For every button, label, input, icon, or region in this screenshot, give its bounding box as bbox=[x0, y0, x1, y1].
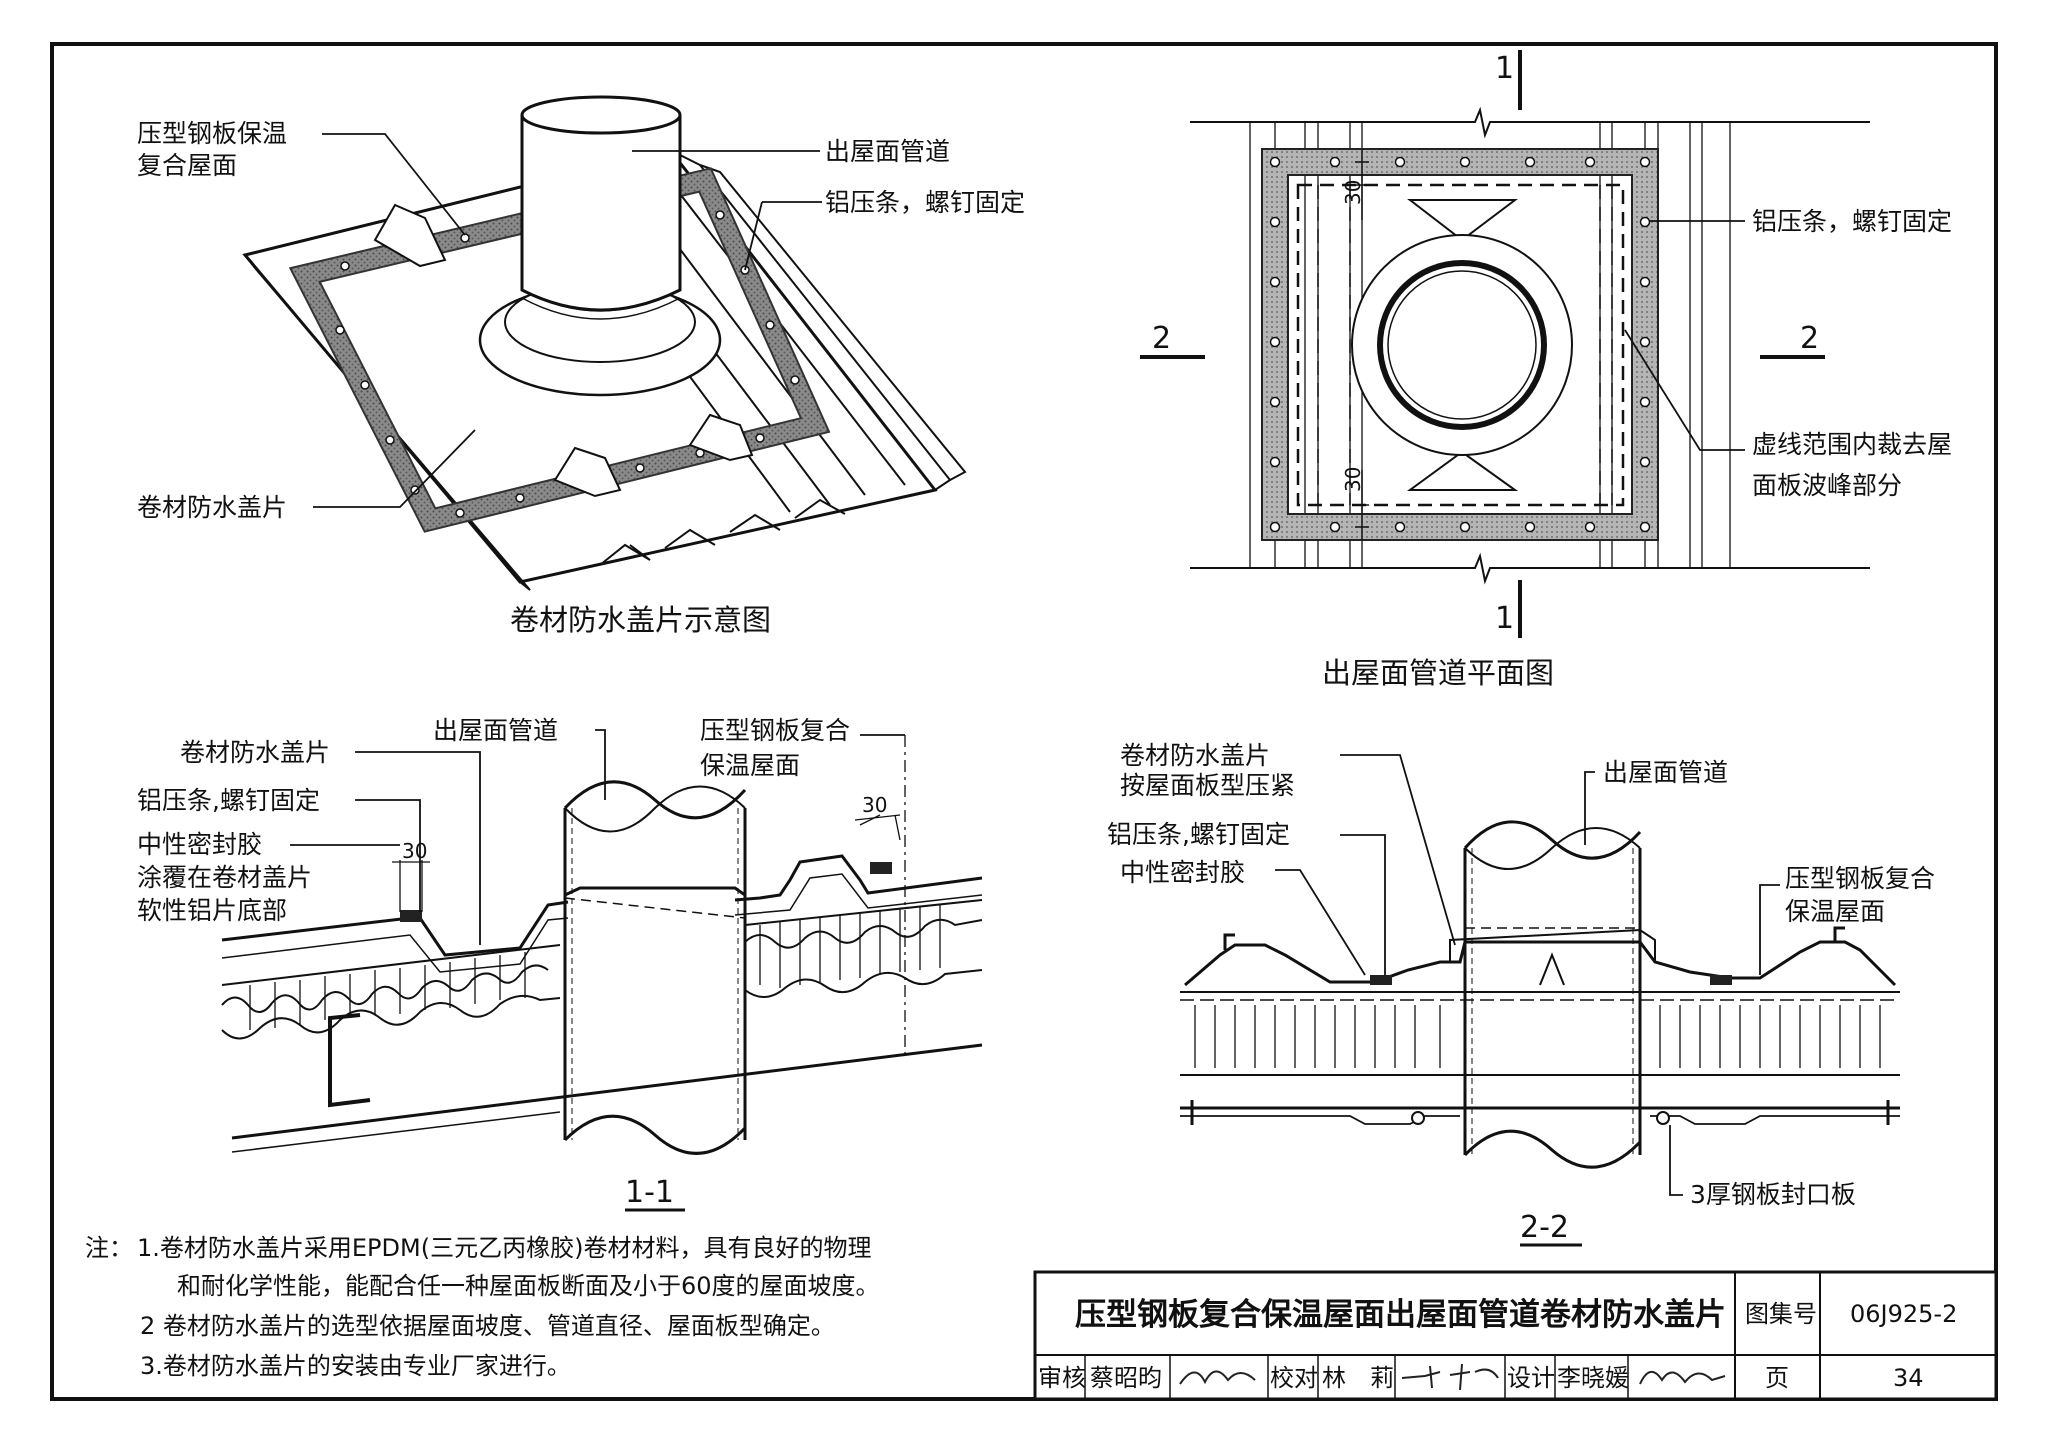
check-label: 校对 bbox=[1270, 1364, 1318, 1392]
section-mark-1-top: 1 bbox=[1495, 51, 1514, 86]
note-1-line-2: 和耐化学性能，能配合任一种屋面板断面及小于60度的屋面坡度。 bbox=[177, 1272, 880, 1300]
plan-roof-edges bbox=[1190, 106, 1870, 585]
pipe-top bbox=[520, 95, 682, 135]
sheet-border bbox=[50, 42, 1998, 1401]
title-block-title: 压型钢板复合保温屋面出屋面管道卷材防水盖片 bbox=[1075, 1297, 1726, 1333]
s2-pipe-bottom-break bbox=[1463, 1129, 1642, 1169]
review-name: 蔡昭昀 bbox=[1090, 1364, 1162, 1392]
s2-pipe-walls bbox=[1463, 848, 1642, 1155]
perspective-strip-label: 铝压条，螺钉固定 bbox=[825, 188, 1025, 217]
atlas-label: 图集号 bbox=[1745, 1300, 1817, 1328]
notes-prefix: 注： bbox=[85, 1234, 133, 1262]
s1-dim-right: 30 bbox=[862, 793, 887, 817]
check-signature bbox=[1401, 1363, 1499, 1391]
s1-cover-label: 卷材防水盖片 bbox=[180, 738, 330, 767]
s1-pipe-label: 出屋面管道 bbox=[433, 716, 558, 745]
s1-leaders bbox=[290, 729, 905, 945]
s1-strip-label: 铝压条,螺钉固定 bbox=[137, 786, 320, 815]
s2-roof-label-2: 保温屋面 bbox=[1785, 897, 1885, 926]
s1-pipe-bottom-break bbox=[563, 1114, 747, 1155]
title-block: 压型钢板复合保温屋面出屋面管道卷材防水盖片 图集号 06J925-2 审核 蔡昭… bbox=[1033, 1270, 1998, 1401]
s2-pipe-top-break bbox=[1463, 820, 1642, 860]
s2-pipe-label: 出屋面管道 bbox=[1603, 758, 1728, 787]
s1-pipe-walls bbox=[563, 808, 747, 1140]
s2-plate-label: 3厚钢板封口板 bbox=[1690, 1180, 1856, 1209]
check-name: 林 莉 bbox=[1322, 1364, 1394, 1392]
perspective-roof-label-2: 复合屋面 bbox=[137, 151, 237, 180]
s1-sealant-label-2: 涂覆在卷材盖片 bbox=[137, 863, 312, 892]
s2-insulation bbox=[1194, 1005, 1881, 1068]
plan-title: 出屋面管道平面图 bbox=[1322, 656, 1554, 690]
plan-strip-label: 铝压条，螺钉固定 bbox=[1752, 207, 1952, 236]
s2-cover-label-1: 卷材防水盖片 bbox=[1120, 741, 1270, 770]
section-1-1: 30 30 卷材防水盖片 出屋面管道 压型钢板复合 保温屋面 铝压条,螺钉固定 … bbox=[137, 716, 983, 1212]
s1-roof-label-2: 保温屋面 bbox=[700, 751, 800, 780]
page-number: 34 bbox=[1893, 1364, 1924, 1392]
s1-strip-right bbox=[870, 862, 892, 874]
plan-cut-label-1: 虚线范围内裁去屋 bbox=[1752, 430, 1952, 459]
s1-strip-left bbox=[400, 910, 422, 922]
note-1-line-1: 1.卷材防水盖片采用EPDM(三元乙丙橡胶)卷材材料，具有良好的物理 bbox=[137, 1234, 871, 1262]
plan-view: 30 30 1 1 2 2 铝压条，螺钉固定 虚线范围内裁去屋 面板波峰部分 出… bbox=[1140, 50, 1952, 690]
plan-section-marks bbox=[1140, 50, 1825, 638]
s2-strip-left bbox=[1370, 975, 1392, 985]
s1-insulation-left bbox=[221, 964, 549, 1013]
s1-dims bbox=[392, 735, 906, 1058]
pipe-cylinder bbox=[520, 115, 682, 312]
design-label: 设计 bbox=[1507, 1364, 1555, 1392]
s2-leaders bbox=[1275, 754, 1780, 1196]
section-mark-2-left: 2 bbox=[1152, 321, 1171, 356]
plan-cut-label-2: 面板波峰部分 bbox=[1752, 471, 1902, 500]
design-signature bbox=[1639, 1371, 1726, 1385]
plan-pipe-circle bbox=[1377, 260, 1547, 430]
s1-pipe-top-break bbox=[563, 780, 747, 820]
s2-strip-label: 铝压条,螺钉固定 bbox=[1107, 820, 1290, 849]
perspective-view: 压型钢板保温 复合屋面 出屋面管道 铝压条，螺钉固定 卷材防水盖片 卷材防水盖片… bbox=[137, 95, 1025, 637]
section-mark-2-right: 2 bbox=[1800, 321, 1819, 356]
perspective-cover-label: 卷材防水盖片 bbox=[137, 493, 287, 522]
rib-bumps bbox=[373, 203, 754, 498]
section-mark-1-bottom: 1 bbox=[1495, 601, 1514, 636]
perspective-roof-label-1: 压型钢板保温 bbox=[137, 119, 287, 148]
s2-clips bbox=[1223, 926, 1845, 950]
s2-roof-profile bbox=[1184, 940, 1897, 987]
s2-sealant-label: 中性密封胶 bbox=[1120, 858, 1245, 887]
s1-roof-label-1: 压型钢板复合 bbox=[700, 716, 850, 745]
plan-leaders bbox=[1624, 220, 1745, 451]
s1-sealant-label-1: 中性密封胶 bbox=[137, 830, 262, 859]
plan-dim-top: 30 bbox=[1341, 180, 1365, 205]
s1-title: 1-1 bbox=[625, 1175, 674, 1210]
plan-dim-bottom: 30 bbox=[1341, 467, 1365, 492]
perspective-title: 卷材防水盖片示意图 bbox=[510, 603, 771, 637]
notes: 注： 1.卷材防水盖片采用EPDM(三元乙丙橡胶)卷材材料，具有良好的物理 和耐… bbox=[85, 1234, 880, 1380]
perspective-leaders bbox=[313, 133, 822, 508]
plan-cut-boundary bbox=[1296, 183, 1625, 507]
review-label: 审核 bbox=[1038, 1364, 1086, 1392]
s2-cover-label-2: 按屋面板型压紧 bbox=[1120, 771, 1295, 800]
atlas-number: 06J925-2 bbox=[1850, 1300, 1957, 1328]
s1-sealant-label-3: 软性铝片底部 bbox=[137, 896, 287, 925]
s1-roof-profile-right bbox=[734, 854, 983, 902]
s1-dim-left: 30 bbox=[402, 839, 427, 863]
s2-collar bbox=[1449, 928, 1656, 962]
s2-roof-label-1: 压型钢板复合 bbox=[1785, 864, 1935, 893]
section-2-2: 卷材防水盖片 按屋面板型压紧 铝压条,螺钉固定 中性密封胶 出屋面管道 压型钢板… bbox=[1107, 741, 1935, 1247]
plan-screws bbox=[1269, 156, 1651, 533]
plan-rib-triangles bbox=[1406, 199, 1519, 491]
s1-insulation-right bbox=[744, 918, 983, 949]
note-3: 3.卷材防水盖片的安装由专业厂家进行。 bbox=[140, 1352, 571, 1380]
plan-dims bbox=[1355, 150, 1369, 540]
perspective-pipe-label: 出屋面管道 bbox=[825, 137, 950, 166]
review-signature bbox=[1179, 1370, 1256, 1385]
s2-strip-right bbox=[1710, 975, 1732, 985]
note-2: 2 卷材防水盖片的选型依据屋面坡度、管道直径、屋面板型确定。 bbox=[140, 1312, 835, 1340]
s1-collar bbox=[563, 886, 747, 950]
design-name: 李晓媛 bbox=[1557, 1364, 1629, 1392]
s1-purlin-line bbox=[231, 1043, 983, 1140]
s1-purlin-channel bbox=[328, 1013, 371, 1108]
s2-title: 2-2 bbox=[1520, 1210, 1569, 1245]
page-label: 页 bbox=[1765, 1364, 1789, 1392]
